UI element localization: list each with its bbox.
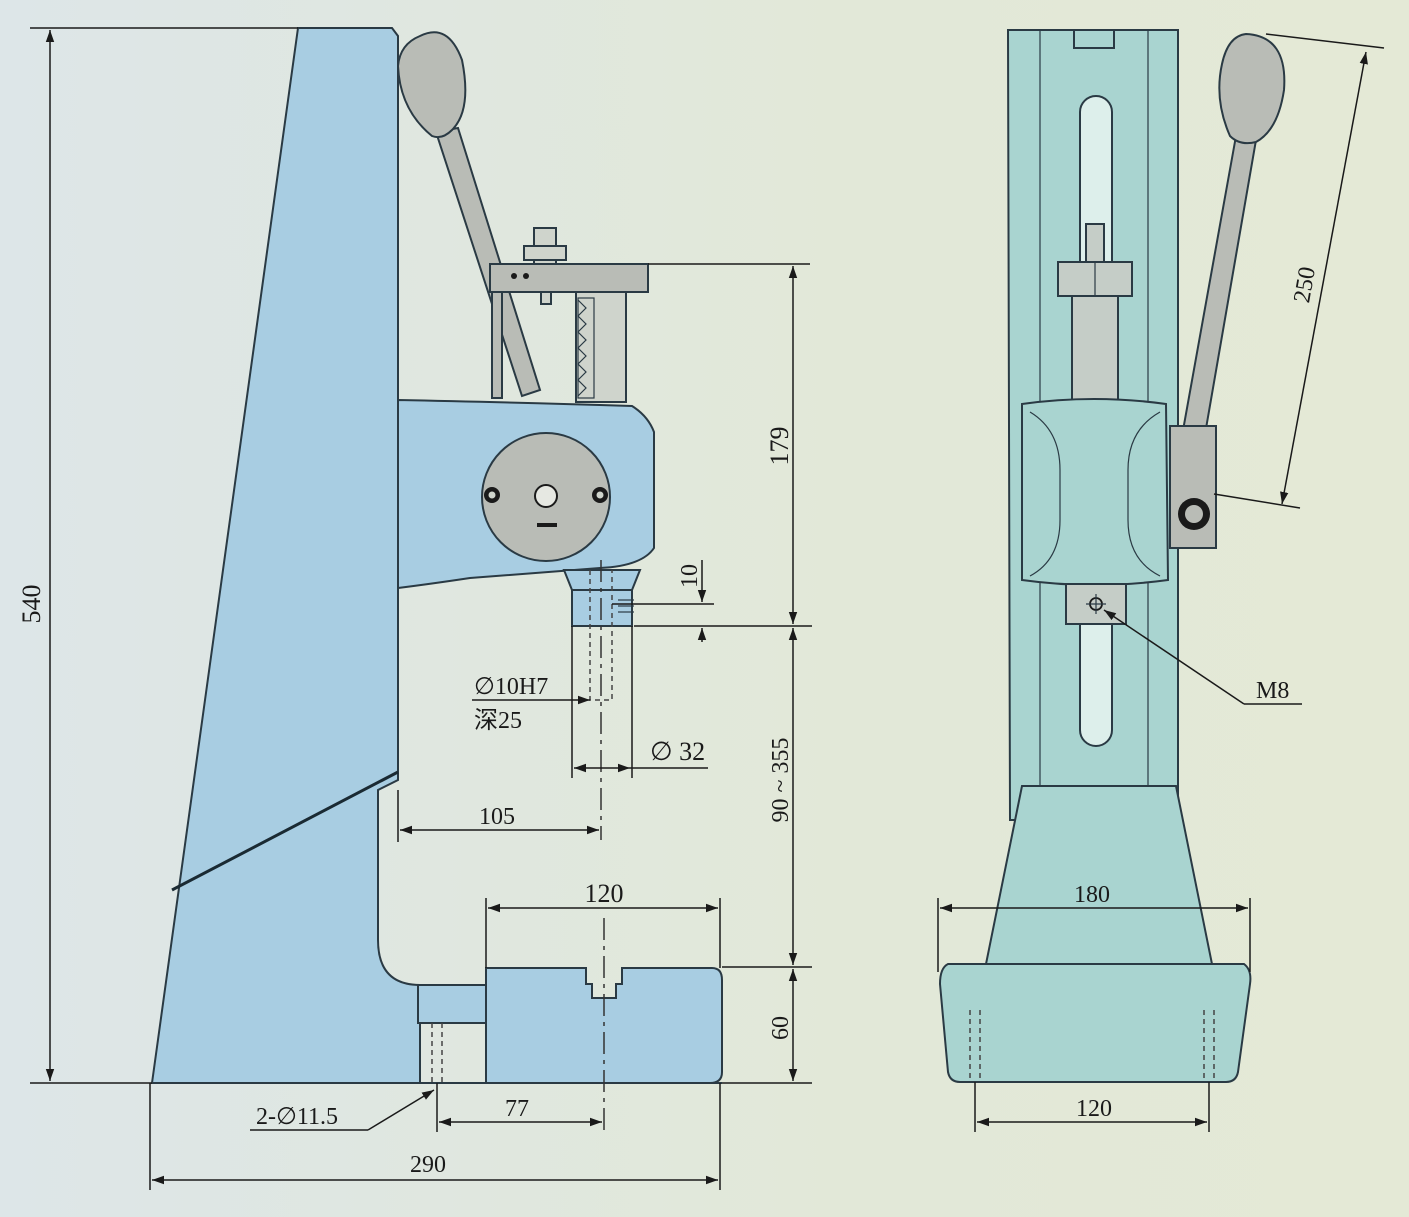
front-ram-cylinder	[1071, 295, 1119, 407]
front-ram-bolt	[1085, 223, 1105, 263]
disc-screw-left-core	[488, 491, 496, 499]
dim-179-label: 179	[765, 427, 794, 466]
dim-32-label: ∅ 32	[650, 737, 705, 766]
holes-leader	[367, 1089, 435, 1131]
side-view	[150, 27, 723, 1130]
front-head-inner	[1029, 411, 1161, 577]
dim-180-label: 180	[1074, 882, 1110, 908]
m8-leader	[1103, 609, 1245, 705]
front-base	[938, 963, 1252, 1083]
m8-label: M8	[1256, 678, 1289, 704]
plate-dot-1	[511, 273, 517, 279]
ram-guide	[489, 227, 649, 403]
dim-250-line	[1280, 51, 1368, 505]
front-view	[938, 29, 1286, 1083]
ram-bore	[589, 570, 613, 701]
dim-120-label: 120	[585, 879, 624, 908]
front-top-block	[1073, 29, 1115, 49]
dim-290-label: 290	[410, 1152, 446, 1178]
front-dimensions: 250 M8 180 120	[937, 33, 1385, 1132]
side-dimensions: 540 179 10 90 ~ 355 60 ∅10H7 深25 ∅ 32 10…	[17, 27, 812, 1190]
dim-10-label: 10	[677, 564, 703, 588]
dim-60-label: 60	[768, 1016, 794, 1040]
side-base-step	[417, 984, 487, 1024]
front-head	[1021, 398, 1170, 586]
handle-knob	[396, 31, 467, 139]
disc-center	[534, 484, 558, 508]
bore-depth-label: 深25	[474, 707, 522, 734]
guide-nut	[523, 245, 567, 261]
guide-top-plate	[489, 263, 649, 293]
ext-250-bottom	[1213, 493, 1301, 509]
rack-teeth	[577, 299, 587, 397]
bore-label: ∅10H7	[474, 674, 548, 700]
guide-pin	[540, 291, 552, 305]
ram-collar	[562, 569, 642, 591]
plate-dot-2	[523, 273, 529, 279]
holes-label: 2-∅11.5	[256, 1104, 338, 1130]
dim-540-label: 540	[17, 585, 46, 624]
dim-stroke-label: 90 ~ 355	[768, 738, 794, 823]
dim-77-label: 77	[505, 1096, 529, 1122]
disc-screw-right-core	[596, 491, 604, 499]
ext-250-top	[1265, 33, 1385, 49]
dim-120f-label: 120	[1076, 1096, 1112, 1122]
dim-105-label: 105	[479, 804, 515, 830]
dim-250-label: 250	[1289, 265, 1321, 305]
disc-mark	[537, 523, 557, 527]
front-hub-bolt-core	[1185, 505, 1203, 523]
column-shade-line	[171, 770, 399, 892]
ram-end	[571, 589, 633, 627]
front-base-taper	[984, 785, 1214, 965]
guide-post	[491, 291, 503, 399]
